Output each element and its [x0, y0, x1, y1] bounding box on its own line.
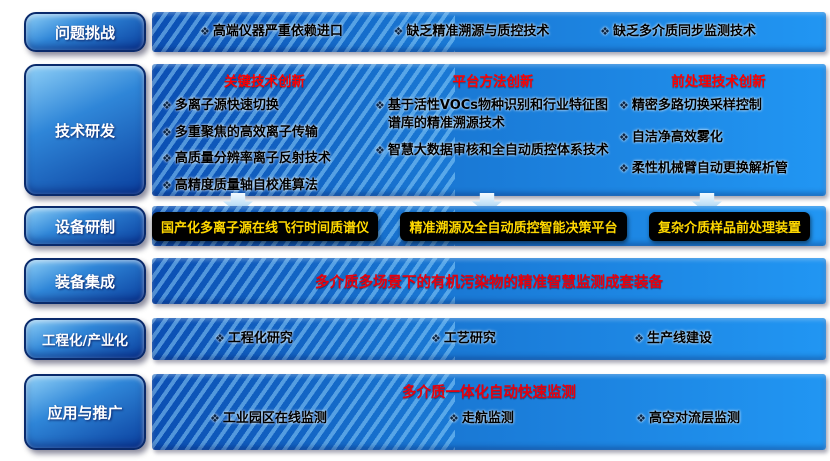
industrialization-text: 生产线建设 — [646, 331, 712, 347]
research-item: ❖ 基于活性VOCs物种识别和行业特征图谱库的精准溯源技术 — [375, 97, 611, 132]
result-box: 复杂介质样品前处理装置 — [648, 211, 810, 241]
diamond-bullet-icon: ❖ — [162, 178, 172, 192]
application-banner: 多介质一体化自动快速监测 — [402, 385, 576, 401]
diamond-bullet-icon: ❖ — [431, 332, 441, 346]
row-bar-research: 关键技术创新 ❖ 多离子源快速切换 ❖ 多重聚焦的高效离子传输 ❖ 高质量分辨率… — [152, 64, 826, 196]
row-label-research: 技术研发 — [24, 64, 146, 196]
diamond-bullet-icon: ❖ — [619, 130, 629, 144]
research-text: 基于活性VOCs物种识别和行业特征图谱库的精准溯源技术 — [387, 98, 609, 131]
diamond-bullet-icon: ❖ — [619, 162, 629, 176]
industrialization-text: 工艺研究 — [443, 331, 496, 347]
research-item: ❖ 柔性机械臂自动更换解析管 — [619, 160, 818, 178]
research-text: 精密多路切换采样控制 — [631, 98, 762, 113]
challenge-item: ❖ 缺乏精准溯源与质控技术 — [394, 23, 550, 41]
research-column-platform: 平台方法创新 ❖ 基于活性VOCs物种识别和行业特征图谱库的精准溯源技术 ❖ 智… — [375, 70, 611, 192]
diamond-bullet-icon: ❖ — [210, 412, 220, 425]
industrialization-item: ❖ 工艺研究 — [431, 330, 496, 348]
result-box: 国产化多离子源在线飞行时间质谱仪 — [152, 211, 379, 241]
research-text: 自洁净高效雾化 — [631, 129, 723, 145]
research-column-pretreatment: 前处理技术创新 ❖ 精密多路切换采样控制 ❖ 自洁净高效雾化 ❖ 柔性机械臂自动… — [619, 70, 818, 192]
row-label-industrialization: 工程化/产业化 — [24, 318, 146, 360]
row-label-integration: 装备集成 — [24, 258, 146, 304]
diamond-bullet-icon: ❖ — [215, 332, 225, 346]
research-item: ❖ 精密多路切换采样控制 — [619, 97, 818, 115]
research-text: 智慧大数据审核和全自动质控体系技术 — [387, 143, 609, 159]
diamond-bullet-icon: ❖ — [636, 412, 646, 425]
research-column-key-tech: 关键技术创新 ❖ 多离子源快速切换 ❖ 多重聚焦的高效离子传输 ❖ 高质量分辨率… — [162, 70, 367, 195]
row-bar-industrialization: ❖ 工程化研究 ❖ 工艺研究 ❖ 生产线建设 — [152, 318, 826, 360]
diamond-bullet-icon: ❖ — [375, 144, 385, 158]
research-item: ❖ 多离子源快速切换 — [162, 97, 367, 115]
application-text: 走航监测 — [461, 411, 514, 426]
challenge-text: 缺乏多介质同步监测技术 — [612, 24, 756, 40]
diamond-bullet-icon: ❖ — [619, 99, 629, 112]
column-title: 平台方法创新 — [452, 74, 534, 90]
diamond-bullet-icon: ❖ — [600, 25, 610, 39]
column-title: 前处理技术创新 — [671, 74, 766, 90]
application-text: 工业园区在线监测 — [222, 411, 327, 426]
research-item: ❖ 多重聚焦的高效离子传输 — [162, 124, 367, 142]
challenge-text: 高端仪器严重依赖进口 — [212, 24, 343, 40]
research-text: 柔性机械臂自动更换解析管 — [631, 161, 788, 177]
column-title: 关键技术创新 — [224, 74, 305, 90]
application-item: ❖ 走航监测 — [449, 410, 514, 428]
challenge-item: ❖ 缺乏多介质同步监测技术 — [600, 23, 756, 41]
industrialization-item: ❖ 生产线建设 — [634, 330, 712, 348]
diamond-bullet-icon: ❖ — [162, 99, 172, 112]
row-label-challenges: 问题挑战 — [24, 12, 146, 52]
challenge-item: ❖ 高端仪器严重依赖进口 — [200, 23, 343, 41]
integration-banner: 多介质多场景下的有机污染物的精准智慧监测成套装备 — [315, 274, 663, 291]
research-text: 高精度质量轴自校准算法 — [174, 177, 318, 193]
row-bar-application: 多介质一体化自动快速监测 ❖ 工业园区在线监测 ❖ 走航监测 ❖ 高空对流层监测 — [152, 374, 826, 450]
diamond-bullet-icon: ❖ — [162, 125, 172, 139]
application-text: 高空对流层监测 — [648, 411, 740, 426]
application-item: ❖ 高空对流层监测 — [636, 410, 740, 428]
result-box: 精准溯源及全自动质控智能决策平台 — [400, 211, 627, 241]
diamond-bullet-icon: ❖ — [393, 25, 404, 39]
research-text: 多重聚焦的高效离子传输 — [174, 124, 318, 140]
diamond-bullet-icon: ❖ — [375, 99, 385, 112]
research-text: 多离子源快速切换 — [174, 98, 279, 113]
industrialization-item: ❖ 工程化研究 — [215, 330, 293, 348]
diamond-bullet-icon: ❖ — [200, 25, 210, 39]
diamond-bullet-icon: ❖ — [162, 152, 172, 166]
application-item: ❖ 工业园区在线监测 — [210, 410, 327, 428]
research-item: ❖ 自洁净高效雾化 — [619, 129, 818, 147]
row-bar-challenges: ❖ 高端仪器严重依赖进口 ❖ 缺乏精准溯源与质控技术 ❖ 缺乏多介质同步监测技术 — [152, 12, 826, 52]
research-item: ❖ 高精度质量轴自校准算法 — [162, 177, 367, 195]
challenge-text: 缺乏精准溯源与质控技术 — [406, 24, 550, 40]
research-item: ❖ 高质量分辨率离子反射技术 — [162, 150, 367, 168]
diamond-bullet-icon: ❖ — [634, 332, 644, 346]
research-item: ❖ 智慧大数据审核和全自动质控体系技术 — [375, 142, 611, 160]
industrialization-text: 工程化研究 — [227, 331, 293, 347]
row-bar-equipment: 国产化多离子源在线飞行时间质谱仪 精准溯源及全自动质控智能决策平台 复杂介质样品… — [152, 206, 826, 246]
row-bar-integration: 多介质多场景下的有机污染物的精准智慧监测成套装备 — [152, 258, 826, 304]
application-items-row: ❖ 工业园区在线监测 ❖ 走航监测 ❖ 高空对流层监测 — [152, 402, 826, 428]
diamond-bullet-icon: ❖ — [449, 412, 459, 425]
research-text: 高质量分辨率离子反射技术 — [174, 151, 331, 167]
row-label-application: 应用与推广 — [24, 374, 146, 450]
row-label-equipment: 设备研制 — [24, 206, 146, 246]
